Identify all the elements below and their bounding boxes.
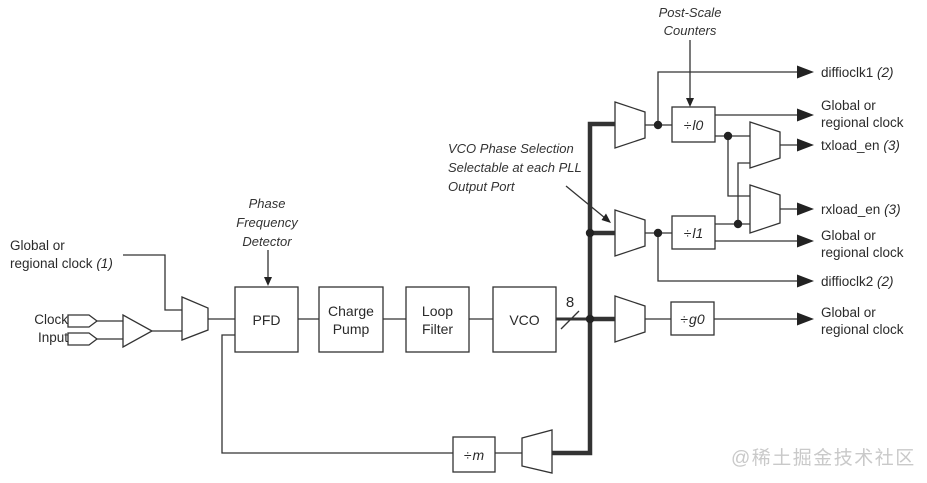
output-diffioclk1-label: diffioclk1 (2) bbox=[821, 65, 894, 80]
global-regional-input-line2: regional clock (1) bbox=[10, 256, 113, 271]
divide-sign: ÷ bbox=[680, 310, 689, 327]
postscale-annotation-line1: Post-Scale bbox=[658, 5, 722, 20]
input-buffer-icon bbox=[122, 313, 154, 349]
divide-sign: ÷ bbox=[463, 446, 472, 463]
arrowhead-postscale bbox=[686, 98, 694, 107]
bus-width-label: 8 bbox=[565, 294, 575, 311]
global-regional-input-line1: Global or bbox=[10, 238, 65, 253]
arrowhead-diffioclk1 bbox=[797, 65, 814, 79]
wire-diffioclk2 bbox=[657, 233, 798, 282]
pfd-label: PFD bbox=[252, 311, 281, 328]
counter-g0-name: g0 bbox=[689, 310, 705, 327]
pfd-annotation: Phase Frequency Detector bbox=[217, 194, 317, 251]
loop-filter-line1: Loop bbox=[421, 302, 454, 319]
output-global2-label: Global or regional clock bbox=[821, 228, 904, 260]
output-global3-label: Global or regional clock bbox=[821, 305, 904, 337]
shapes bbox=[67, 101, 781, 474]
divide-sign: ÷ bbox=[683, 224, 692, 241]
phase-mux1-icon bbox=[614, 101, 646, 149]
counter-m-label: ÷m bbox=[453, 437, 495, 472]
clock-label-line2: Input bbox=[37, 330, 68, 345]
clock-input-label: Clock Input bbox=[5, 311, 68, 347]
counter-m-box bbox=[452, 436, 496, 473]
arrow-line-vco-note bbox=[565, 185, 606, 219]
input-mux-icon bbox=[181, 296, 209, 341]
global-regional-input-label: Global or regional clock (1) bbox=[10, 237, 113, 273]
footnote-1: (1) bbox=[96, 256, 113, 271]
charge-pump-box bbox=[318, 286, 384, 353]
vco-annotation-line2: Selectable at each PLL bbox=[448, 160, 582, 175]
counter-g0-box bbox=[670, 301, 715, 336]
charge-pump-label: Charge Pump bbox=[319, 287, 383, 352]
clock-input-pin2-icon bbox=[67, 332, 99, 346]
arrowhead-global3 bbox=[797, 312, 814, 326]
clock-input-pin1-icon bbox=[67, 314, 99, 328]
vco-box bbox=[492, 286, 557, 353]
clock-label-line1: Clock bbox=[34, 312, 68, 327]
junction-dot bbox=[653, 120, 663, 130]
counter-l1-label: ÷l1 bbox=[672, 216, 715, 249]
bus-vertical bbox=[552, 121, 615, 456]
counter-l0-name: l0 bbox=[692, 116, 704, 133]
postscale-annotation-line2: Counters bbox=[663, 23, 717, 38]
footnote-2: (2) bbox=[877, 274, 894, 289]
txload-mux-icon bbox=[749, 121, 781, 169]
wire-l1-to-txmux bbox=[737, 162, 750, 224]
phase-mux2-icon bbox=[614, 209, 646, 257]
footnote-3: (3) bbox=[883, 138, 900, 153]
output-global1-label: Global or regional clock bbox=[821, 98, 904, 130]
output-diffioclk2-label: diffioclk2 (2) bbox=[821, 274, 894, 289]
counter-m-name: m bbox=[472, 446, 485, 463]
loop-filter-line2: Filter bbox=[421, 320, 454, 337]
vco-phase-annotation: VCO Phase Selection Selectable at each P… bbox=[448, 139, 582, 196]
divide-sign: ÷ bbox=[683, 116, 692, 133]
vco-annotation-line1: VCO Phase Selection bbox=[448, 141, 574, 156]
wire-global-regional-in bbox=[123, 254, 182, 311]
wire-l0-to-rxmux bbox=[727, 136, 750, 197]
junction-dot bbox=[733, 219, 743, 229]
footnote-3: (3) bbox=[884, 202, 901, 217]
output-rxload-label: rxload_en (3) bbox=[821, 202, 901, 217]
arrowhead-global1 bbox=[797, 108, 814, 122]
junction-dot bbox=[585, 314, 595, 324]
wire-diffioclk1 bbox=[657, 71, 798, 125]
footnote-2: (2) bbox=[877, 65, 894, 80]
charge-pump-line2: Pump bbox=[332, 320, 370, 337]
watermark: @稀土掘金技术社区 bbox=[731, 448, 916, 469]
arrowhead-vco-note bbox=[601, 213, 611, 223]
pfd-box bbox=[234, 286, 299, 353]
arrowhead-global2 bbox=[797, 234, 814, 248]
vco-annotation-line3: Output Port bbox=[448, 179, 515, 194]
arrowhead-txload bbox=[797, 138, 814, 152]
counter-g0-label: ÷g0 bbox=[671, 302, 714, 335]
postscale-annotation: Post-Scale Counters bbox=[640, 4, 740, 40]
loop-filter-label: Loop Filter bbox=[406, 287, 469, 352]
output-arrowheads bbox=[264, 65, 814, 326]
phase-mux3-icon bbox=[614, 295, 646, 343]
junction-dot bbox=[723, 131, 733, 141]
counter-l1-box bbox=[671, 215, 716, 250]
junction-dot bbox=[653, 228, 663, 238]
counter-l0-label: ÷l0 bbox=[672, 107, 715, 142]
feedback-mux-icon bbox=[521, 429, 553, 474]
output-txload-label: txload_en (3) bbox=[821, 138, 900, 153]
vco-label: VCO bbox=[509, 311, 540, 328]
loop-filter-box bbox=[405, 286, 470, 353]
junction-dot bbox=[585, 228, 595, 238]
pfd-annotation-line3: Detector bbox=[242, 234, 292, 249]
wire-feedback-to-pfd bbox=[221, 334, 453, 454]
rxload-mux-icon bbox=[749, 184, 781, 234]
arrowhead-diffioclk2 bbox=[797, 274, 814, 288]
junction-dots bbox=[585, 120, 743, 324]
pfd-annotation-line2: Frequency bbox=[236, 215, 298, 230]
thin-wires bbox=[97, 40, 798, 454]
pfd-annotation-line1: Phase bbox=[248, 196, 286, 211]
arrowhead-rxload bbox=[797, 202, 814, 216]
counter-l1-name: l1 bbox=[692, 224, 704, 241]
counter-l0-box bbox=[671, 106, 716, 143]
charge-pump-line1: Charge bbox=[328, 302, 374, 319]
arrowhead-pfd-note bbox=[264, 277, 272, 286]
